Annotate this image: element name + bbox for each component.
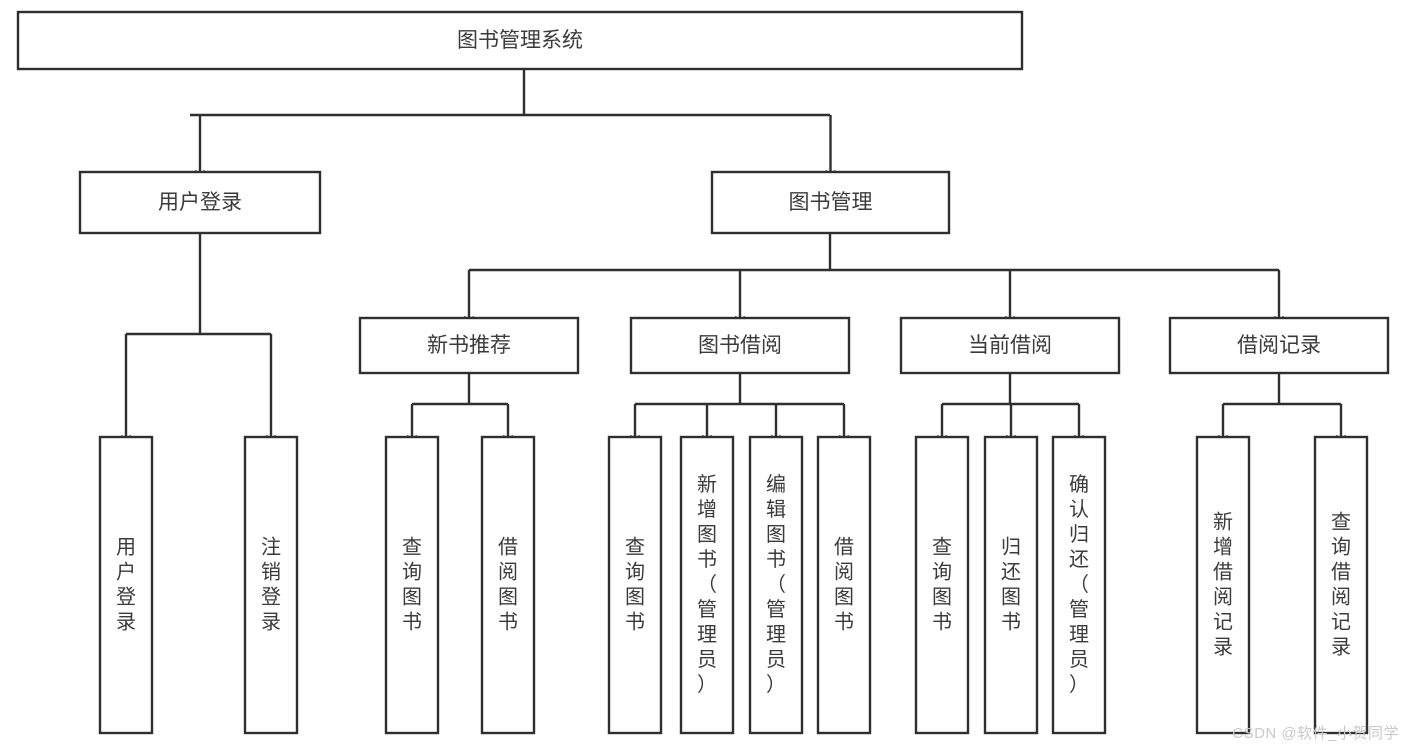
node-label-leaf-cur-return: 归还图书 — [1001, 536, 1021, 634]
node-leaf-user-logout[interactable]: 注销登录 — [243, 435, 299, 735]
node-box-leaf-rec-query — [384, 435, 440, 735]
node-label-leaf-cur-query: 查询图书 — [932, 536, 952, 634]
node-box-user-login — [78, 170, 322, 235]
csdn-watermark: CSDN @软件_小贺同学 — [1232, 725, 1399, 742]
node-leaf-rec-search[interactable]: 查询借阅记录 — [1313, 435, 1369, 735]
node-label-book-borrow: 图书借阅 — [698, 334, 782, 357]
edge-layer — [120, 69, 1347, 444]
node-box-leaf-user-login — [98, 435, 154, 735]
node-box-leaf-borrow-edit — [748, 435, 804, 735]
node-label-leaf-user-login: 用户登录 — [116, 537, 136, 634]
node-box-borrow-record — [1168, 316, 1390, 375]
node-box-root — [16, 10, 1024, 71]
node-box-book-manage — [710, 170, 951, 235]
node-box-leaf-rec-borrow — [480, 435, 536, 735]
node-leaf-borrow-query[interactable]: 查询图书 — [607, 435, 663, 735]
node-label-leaf-borrow-edit: 编辑图书（管理员） — [766, 473, 786, 696]
node-label-leaf-cur-confirm: 确认归还（管理员） — [1069, 473, 1089, 696]
node-label-root: 图书管理系统 — [457, 29, 583, 52]
node-leaf-user-login[interactable]: 用户登录 — [98, 435, 154, 735]
node-leaf-borrow-edit[interactable]: 编辑图书（管理员） — [748, 435, 804, 735]
node-label-leaf-borrow-do: 借阅图书 — [834, 536, 854, 634]
node-leaf-borrow-add[interactable]: 新增图书（管理员） — [679, 435, 735, 735]
node-leaf-cur-return[interactable]: 归还图书 — [983, 435, 1039, 735]
node-box-leaf-cur-query — [914, 435, 970, 735]
node-leaf-cur-query[interactable]: 查询图书 — [914, 435, 970, 735]
node-label-user-login: 用户登录 — [158, 191, 242, 214]
node-box-leaf-borrow-do — [816, 435, 872, 735]
node-layer: 图书管理系统用户登录图书管理新书推荐图书借阅当前借阅借阅记录用户登录注销登录查询… — [16, 10, 1390, 735]
node-box-leaf-cur-return — [983, 435, 1039, 735]
node-label-borrow-record: 借阅记录 — [1237, 334, 1321, 357]
node-box-leaf-cur-confirm — [1051, 435, 1107, 735]
node-book-manage[interactable]: 图书管理 — [710, 170, 951, 235]
node-leaf-rec-query[interactable]: 查询图书 — [384, 435, 440, 735]
node-current-borrow[interactable]: 当前借阅 — [899, 316, 1121, 375]
node-box-book-borrow — [629, 316, 851, 375]
node-label-leaf-rec-query: 查询图书 — [402, 536, 422, 634]
node-label-leaf-borrow-add: 新增图书（管理员） — [697, 473, 717, 696]
node-label-leaf-user-logout: 注销登录 — [261, 536, 281, 634]
node-leaf-rec-borrow[interactable]: 借阅图书 — [480, 435, 536, 735]
node-leaf-cur-confirm[interactable]: 确认归还（管理员） — [1051, 435, 1107, 735]
node-label-leaf-rec-add: 新增借阅记录 — [1213, 511, 1233, 659]
node-label-new-book-rec: 新书推荐 — [427, 334, 511, 357]
node-box-leaf-rec-add — [1195, 435, 1251, 735]
node-root[interactable]: 图书管理系统 — [16, 10, 1024, 71]
node-box-leaf-rec-search — [1313, 435, 1369, 735]
node-label-leaf-rec-search: 查询借阅记录 — [1331, 511, 1351, 659]
node-book-borrow[interactable]: 图书借阅 — [629, 316, 851, 375]
node-box-new-book-rec — [358, 316, 580, 375]
node-box-current-borrow — [899, 316, 1121, 375]
node-box-leaf-borrow-add — [679, 435, 735, 735]
node-box-leaf-borrow-query — [607, 435, 663, 735]
node-leaf-borrow-do[interactable]: 借阅图书 — [816, 435, 872, 735]
node-label-leaf-borrow-query: 查询图书 — [625, 536, 645, 634]
node-label-current-borrow: 当前借阅 — [968, 334, 1052, 357]
node-label-leaf-rec-borrow: 借阅图书 — [498, 536, 518, 634]
node-label-book-manage: 图书管理 — [789, 191, 873, 214]
node-user-login[interactable]: 用户登录 — [78, 170, 322, 235]
node-borrow-record[interactable]: 借阅记录 — [1168, 316, 1390, 375]
node-box-leaf-user-logout — [243, 435, 299, 735]
node-new-book-rec[interactable]: 新书推荐 — [358, 316, 580, 375]
node-leaf-rec-add[interactable]: 新增借阅记录 — [1195, 435, 1251, 735]
